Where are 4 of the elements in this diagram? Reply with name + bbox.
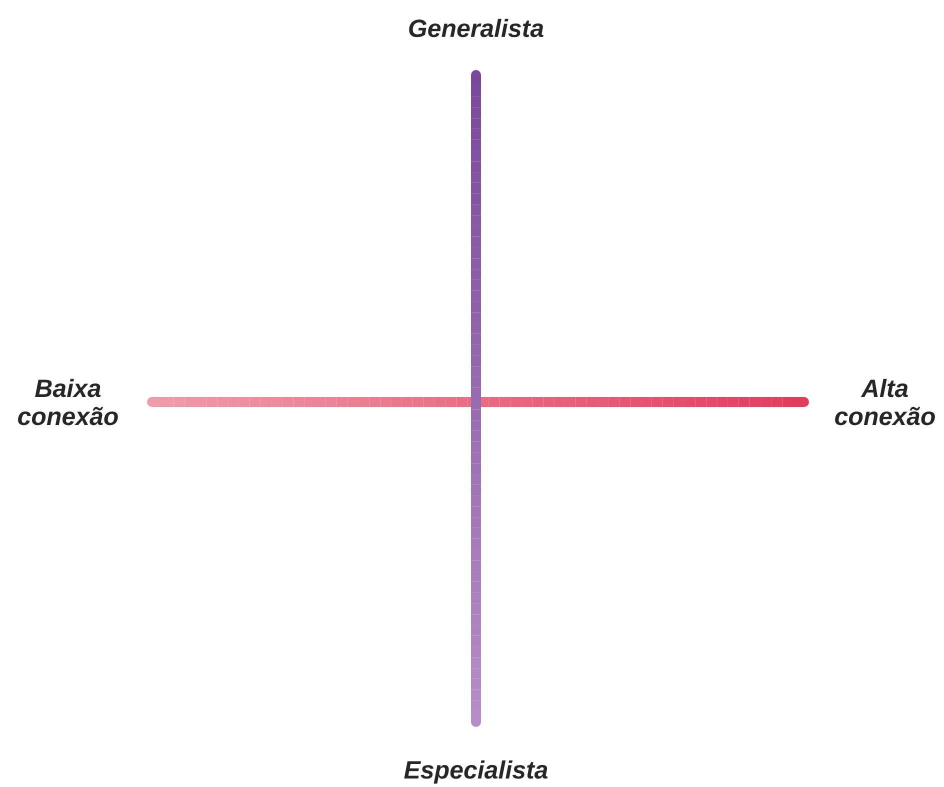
axis-label: Generalista <box>409 18 544 38</box>
axis-label: Baixa conexão <box>18 378 118 426</box>
axis-label: Especialista <box>404 760 548 784</box>
axis-label: Alta conexão <box>835 378 935 426</box>
